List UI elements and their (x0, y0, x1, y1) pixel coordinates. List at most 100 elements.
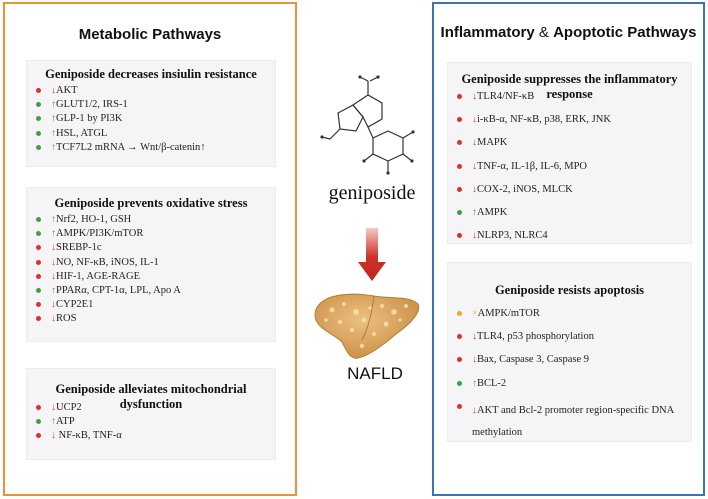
bullet-dot-icon (457, 403, 462, 409)
list-item: ↓AKT and Bcl-2 promoter region-specific … (452, 400, 687, 444)
title-part-inflammatory: Inflammatory (440, 24, 535, 41)
list-item: ↓i-κB-α, NF-κB, p38, ERK, JNK (452, 113, 687, 127)
bullet-dot-icon (457, 163, 462, 169)
item-text: NF-κB, TNF-α (56, 430, 122, 442)
down-arrow-icon: ↓ (51, 270, 56, 282)
down-arrow-icon: ↓ (51, 299, 56, 311)
item-text: HIF-1, AGE-RAGE (56, 270, 140, 282)
item-text: TLR4/NF-κB (477, 91, 535, 102)
geniposide-label: geniposide (328, 182, 416, 204)
item-text: HSL, ATGL (56, 127, 108, 139)
box-title: Geniposide alleviates mitochondrial dysf… (55, 382, 247, 411)
mitochondrial-dysfunction-box: Geniposide alleviates mitochondrial dysf… (26, 368, 276, 460)
bullet-dot-icon (457, 334, 462, 340)
down-arrow-icon: ↓ (472, 354, 477, 366)
oxidative-stress-box: Geniposide prevents oxidative stress ↑Nr… (26, 187, 276, 342)
list-item: ↓HIF-1, AGE-RAGE (31, 270, 271, 284)
up-arrow-icon: ↑ (51, 284, 56, 296)
item-text: UCP2 (56, 402, 82, 413)
metabolic-pathways-panel: Metabolic Pathways Geniposide decreases … (3, 2, 297, 496)
list-item: ↓SREBP-1c (31, 241, 271, 255)
bullet-dot-icon (457, 140, 462, 146)
item-text: TNF-α, IL-1β, IL-6, MPO (477, 160, 587, 172)
bullet-dot-icon (457, 94, 462, 99)
down-arrow-icon: ↓ (472, 331, 477, 343)
list-item: ↑ATP (31, 415, 271, 429)
item-text: TCF7L2 mRNA → Wnt/β-catenin↑ (56, 141, 206, 153)
up-arrow-icon: ↑ (51, 113, 56, 125)
list-item: ↓COX-2, iNOS, MLCK (452, 183, 687, 197)
up-arrow-icon: ↑ (51, 228, 56, 240)
list-item: ↑HSL, ATGL (31, 127, 271, 141)
inflammatory-response-box: Geniposide suppresses the inflammatory r… (447, 62, 692, 244)
item-text: AKT and Bcl-2 promoter region-specific D… (472, 404, 674, 438)
list-item: ↓ROS (31, 312, 271, 326)
list-item: ×AMPK/mTOR (452, 307, 687, 321)
item-text: CYP2E1 (56, 299, 94, 311)
item-text: Bax, Caspase 3, Caspase 9 (477, 354, 589, 366)
panel-title-inflammatory-apoptotic: Inflammatory & Apoptotic Pathways (434, 24, 703, 41)
item-text: ROS (56, 313, 77, 325)
list-item: ↓TLR4/NF-κB (452, 90, 687, 104)
bullet-dot-icon (36, 302, 41, 308)
bullet-dot-icon (457, 380, 462, 386)
down-arrow-icon: ↓ (51, 242, 56, 254)
list-item: ↑AMPK/PI3K/mTOR (31, 227, 271, 241)
item-text: NO, NF-κB, iNOS, IL-1 (56, 256, 159, 268)
up-arrow-icon: ↑ (51, 141, 56, 153)
item-text: Nrf2, HO-1, GSH (56, 214, 132, 225)
down-arrow-icon: ↓ (51, 402, 56, 413)
item-text: AMPK/mTOR (477, 308, 540, 319)
bullet-dot-icon (36, 316, 41, 322)
down-arrow-icon: ↓ (51, 313, 56, 325)
item-text: TLR4, p53 phosphorylation (477, 331, 594, 343)
item-text: GLUT1/2, IRS-1 (56, 99, 128, 111)
bullet-dot-icon (457, 117, 462, 123)
bullet-dot-icon (36, 88, 41, 93)
list-item: ↓TNF-α, IL-1β, IL-6, MPO (452, 160, 687, 174)
bullet-dot-icon (36, 116, 41, 122)
title-part-apoptotic: Apoptotic Pathways (553, 24, 697, 41)
down-arrow-icon: ↓ (472, 230, 477, 242)
down-arrow-icon: ↓ (51, 256, 56, 268)
down-arrow-icon: ↓ (472, 91, 477, 102)
cross-icon: × (472, 308, 478, 319)
geniposide-structure-icon (320, 75, 415, 175)
item-text: AMPK (477, 206, 508, 218)
up-arrow-icon: ↑ (472, 206, 477, 218)
list-item: ↓CYP2E1 (31, 298, 271, 312)
down-arrow-icon: ↓ (472, 183, 477, 195)
insulin-resistance-box: Geniposide decreases insiulin resistance… (26, 60, 276, 167)
list-item: ↓TLR4, p53 phosphorylation (452, 330, 687, 344)
list-item: ↓ NF-κB, TNF-α (31, 429, 271, 443)
bullet-dot-icon (36, 273, 41, 279)
list-item: ↑GLUT1/2, IRS-1 (31, 98, 271, 112)
item-text: i-κB-α, NF-κB, p38, ERK, JNK (477, 114, 611, 126)
item-text: GLP-1 by PI3K (56, 113, 123, 125)
down-arrow-icon: ↓ (472, 404, 477, 416)
list-item: ↑TCF7L2 mRNA → Wnt/β-catenin↑ (31, 141, 271, 155)
list-item: ↓NLRP3, NLRC4 (452, 229, 687, 243)
nafld-label: NAFLD (347, 364, 403, 383)
item-text: BCL-2 (477, 377, 507, 389)
box-title: Geniposide decreases insiulin resistance (45, 67, 257, 81)
down-arrow-icon: ↓ (51, 85, 56, 96)
up-arrow-icon: ↑ (51, 214, 56, 225)
list-item: ↓MAPK (452, 136, 687, 150)
list-item: ↑PPARα, CPT-1α, LPL, Apo A (31, 284, 271, 298)
list-item: ↑AMPK (452, 206, 687, 220)
bullet-dot-icon (36, 433, 41, 439)
list-item: ↑Nrf2, HO-1, GSH (31, 213, 271, 227)
downward-arrow-icon (358, 228, 386, 281)
apoptosis-resistance-box: Geniposide resists apoptosis ×AMPK/mTOR↓… (447, 262, 692, 442)
bullet-dot-icon (36, 130, 41, 136)
title-ampersand: & (534, 24, 554, 41)
bullet-dot-icon (36, 419, 41, 425)
list-item: ↑BCL-2 (452, 377, 687, 391)
list-item: ↓Bax, Caspase 3, Caspase 9 (452, 353, 687, 367)
down-arrow-icon: ↓ (472, 137, 477, 149)
item-text: COX-2, iNOS, MLCK (477, 183, 573, 195)
bullet-dot-icon (36, 259, 41, 265)
bullet-dot-icon (36, 217, 41, 222)
list-item: ↓UCP2 (31, 401, 271, 415)
